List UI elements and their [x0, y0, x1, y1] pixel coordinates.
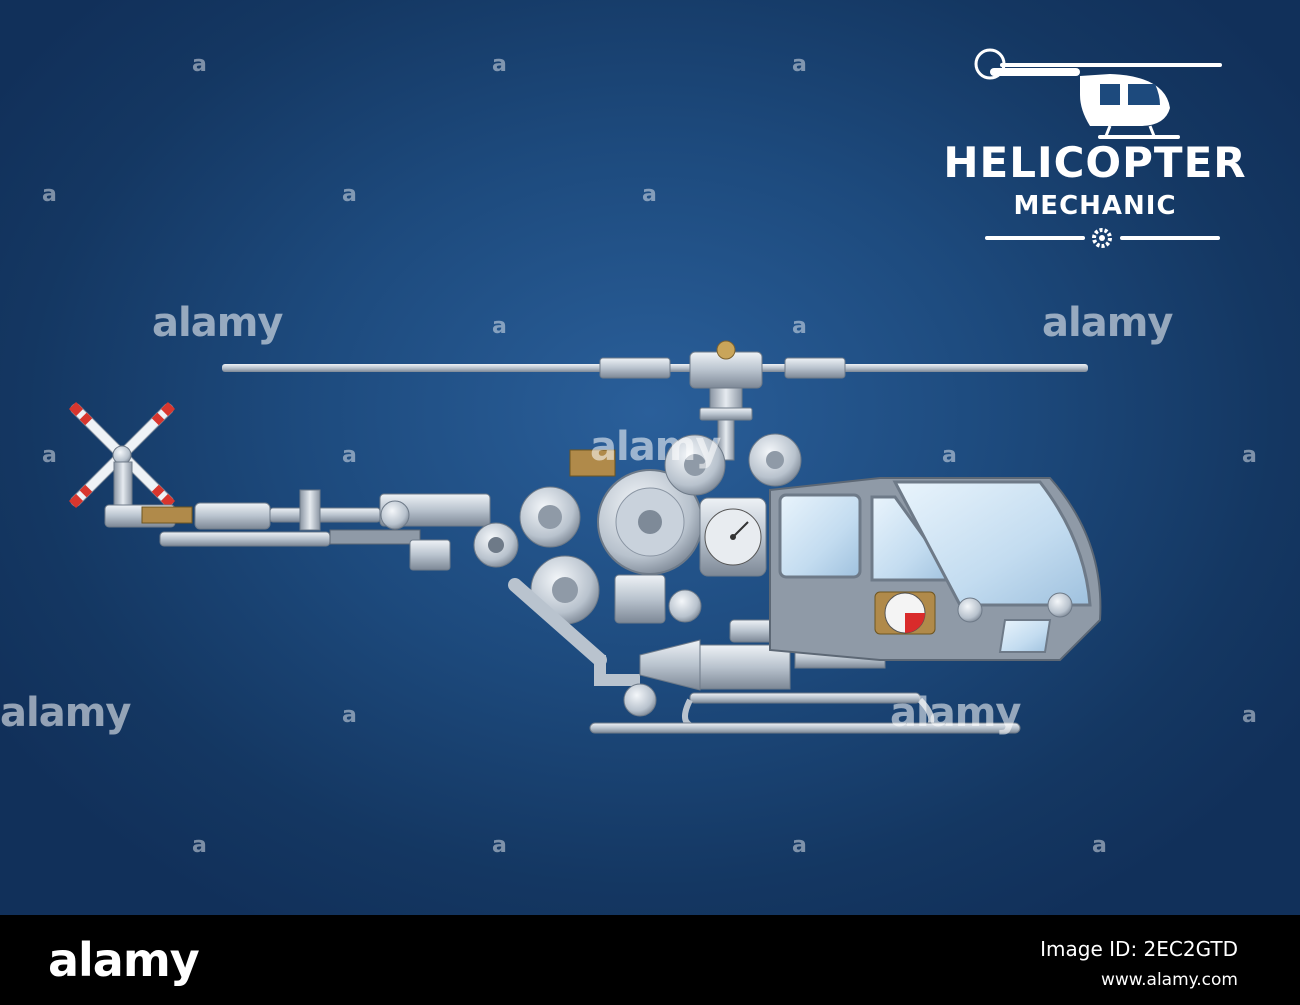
watermark-glyph: a [1092, 833, 1107, 858]
watermark-glyph: a [342, 182, 357, 207]
image-id: Image ID: 2EC2GTD [1040, 937, 1238, 961]
engine-cluster [473, 433, 802, 625]
landing-skid [589, 697, 1021, 734]
footer-url: www.alamy.com [1100, 970, 1238, 990]
watermark-glyph: a [42, 182, 57, 207]
watermark-glyph: a [492, 833, 507, 858]
watermark-glyph: a [492, 314, 507, 339]
tail-rotor [68, 401, 176, 509]
watermark-glyph: a [192, 833, 207, 858]
watermark-glyph: a [492, 52, 507, 77]
tail-boom [104, 489, 491, 571]
watermark-word: alamy [590, 424, 721, 470]
helicopter-illustration [68, 48, 1222, 734]
watermark-glyph: a [942, 443, 957, 468]
footer-logo: alamy [48, 933, 200, 987]
watermark-word: alamy [890, 690, 1021, 736]
watermark-word: alamy [152, 300, 283, 346]
brand-title: HELICOPTER [943, 138, 1247, 187]
watermark-word: alamy [0, 690, 131, 736]
watermark-glyph: a [342, 443, 357, 468]
watermark-glyph: a [1242, 703, 1257, 728]
watermark-glyph: a [792, 833, 807, 858]
brand-logo: HELICOPTER MECHANIC [940, 140, 1250, 222]
footer-bar: alamy Image ID: 2EC2GTD www.alamy.com [0, 915, 1300, 1005]
watermark-glyph: a [792, 314, 807, 339]
brand-subtitle: MECHANIC [1013, 191, 1177, 221]
watermark-glyph: a [42, 443, 57, 468]
watermark-glyph: a [1242, 443, 1257, 468]
watermark-word: alamy [1042, 300, 1173, 346]
watermark-glyph: a [792, 52, 807, 77]
watermark-glyph: a [192, 52, 207, 77]
poster-canvas: HELICOPTER MECHANIC alamy alamy alamy al… [0, 0, 1300, 915]
helicopter-silhouette-icon [974, 48, 1222, 139]
watermark-glyph: a [642, 182, 657, 207]
main-rotor-blade [222, 357, 1088, 379]
gear-icon [985, 228, 1220, 248]
rotor-hub [689, 340, 763, 461]
cabin-body [769, 477, 1102, 661]
watermark-glyph: a [342, 703, 357, 728]
